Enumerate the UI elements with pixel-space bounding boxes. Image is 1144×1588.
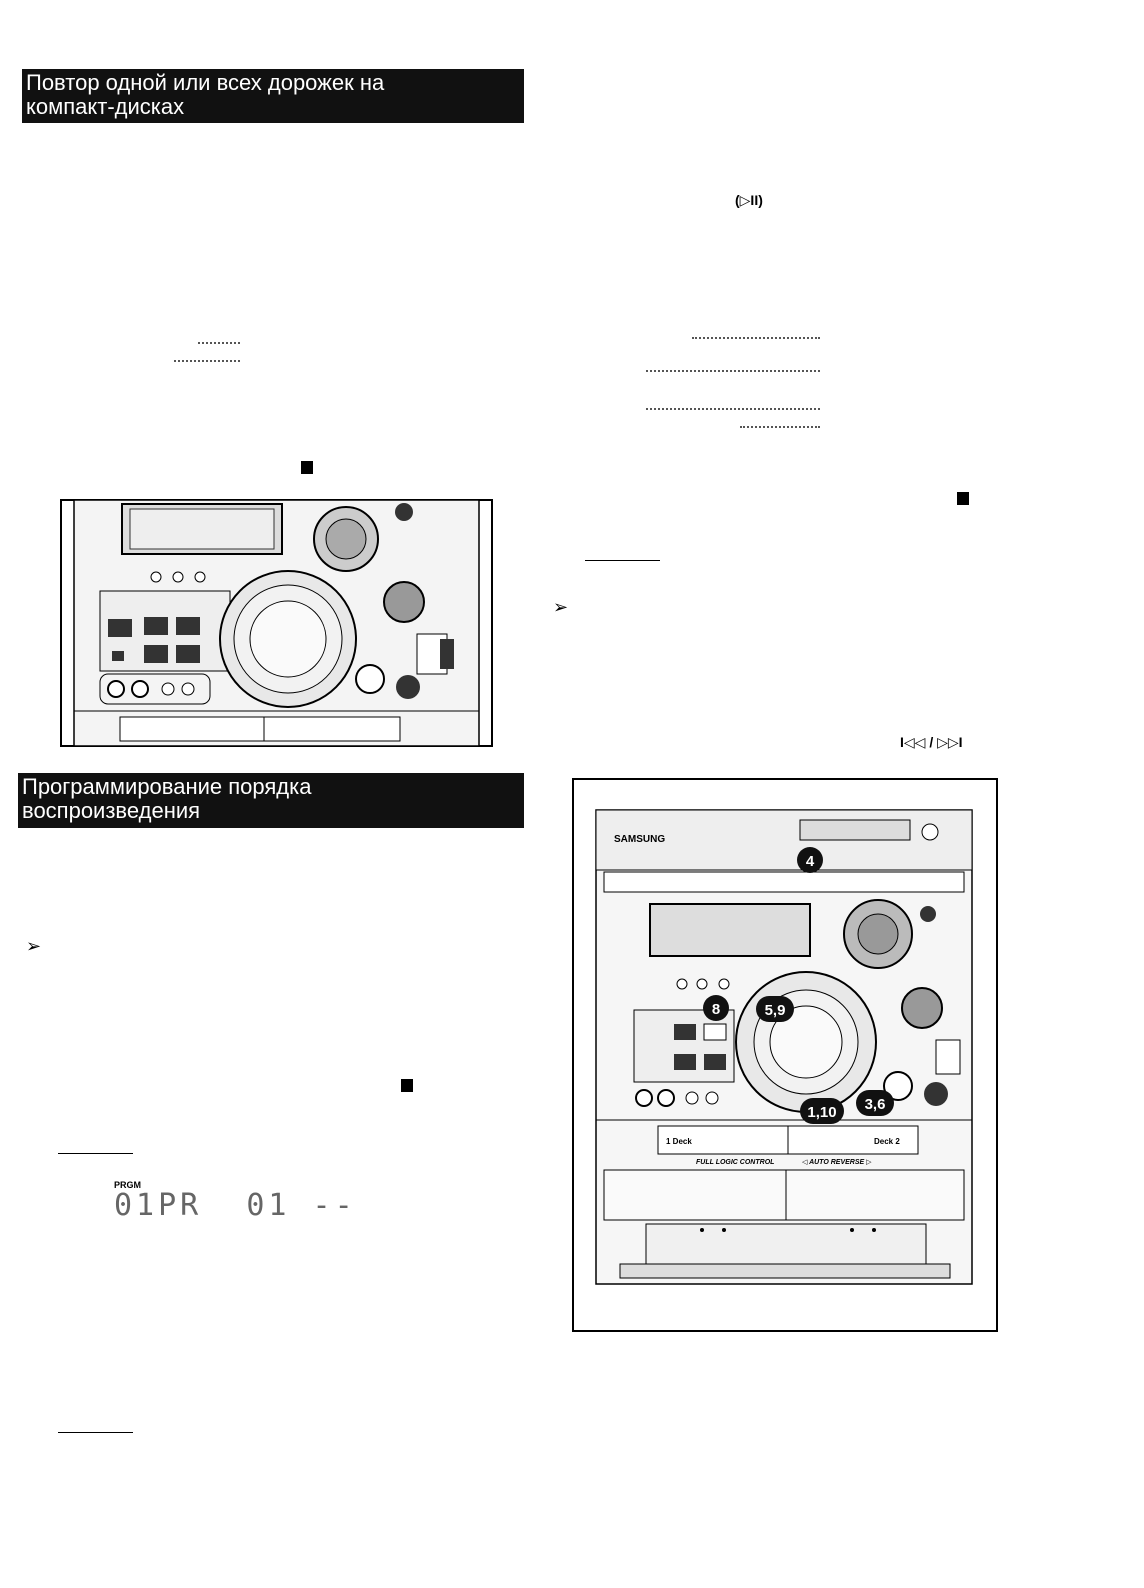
section-heading-program: Программирование порядка воспроизведения	[18, 773, 524, 828]
heading-line-1: Программирование порядка	[22, 774, 312, 799]
note-arrow-icon: ➢	[26, 936, 42, 956]
callout-5-9: 5,9	[756, 996, 794, 1022]
full-unit-illustration: SAMSUNG FULL LOGIC CONTROL ◁ AUTO REVERS…	[572, 778, 998, 1332]
stop-icon	[301, 461, 313, 474]
underline	[58, 1432, 133, 1433]
full-logic-label: FULL LOGIC CONTROL	[696, 1159, 774, 1166]
dot-leader	[646, 370, 820, 372]
stop-icon	[401, 1079, 413, 1092]
prgm-label: PRGM	[114, 1180, 141, 1190]
dot-leader	[740, 426, 820, 428]
callout-1-10: 1,10	[800, 1098, 844, 1124]
dot-leader	[692, 337, 820, 339]
callout-4: 4	[797, 847, 823, 873]
dot-leader	[198, 342, 240, 344]
skip-symbol: I◁◁ / ▷▷I	[900, 734, 963, 750]
auto-reverse-label: ◁ AUTO REVERSE ▷	[802, 1159, 872, 1166]
underline	[585, 560, 660, 561]
deck1-label: 1 Deck	[666, 1137, 692, 1146]
note-arrow-icon: ➢	[553, 597, 569, 617]
callout-8: 8	[703, 995, 729, 1021]
deck2-label: Deck 2	[874, 1137, 900, 1146]
section-heading-repeat: Повтор одной или всех дорожек на компакт…	[22, 69, 524, 123]
callout-label: 5,9	[765, 1002, 786, 1019]
callout-label: 1,10	[807, 1104, 836, 1121]
device-panel-drawing	[60, 499, 493, 747]
heading-line-2: воспроизведения	[22, 798, 201, 823]
brand-label: SAMSUNG	[614, 834, 665, 845]
callout-label: 3,6	[865, 1096, 886, 1113]
callout-label: 8	[712, 1001, 720, 1018]
dot-leader	[646, 408, 820, 410]
play-pause-symbol: (▷II)	[735, 192, 763, 208]
stop-icon	[957, 492, 969, 505]
dot-leader	[174, 360, 240, 362]
device-panel-illustration	[60, 499, 493, 747]
segment-display-text: 01PR 01 --	[114, 1188, 357, 1223]
program-display-readout: PRGM 01PR 01 --	[114, 1180, 353, 1223]
heading-line-1: Повтор одной или всех дорожек на	[26, 70, 385, 95]
underline	[58, 1153, 133, 1154]
full-unit-drawing: SAMSUNG FULL LOGIC CONTROL ◁ AUTO REVERS…	[595, 809, 973, 1285]
heading-line-2: компакт-дисках	[26, 94, 185, 119]
callout-3-6: 3,6	[856, 1090, 894, 1116]
callout-label: 4	[806, 853, 815, 870]
